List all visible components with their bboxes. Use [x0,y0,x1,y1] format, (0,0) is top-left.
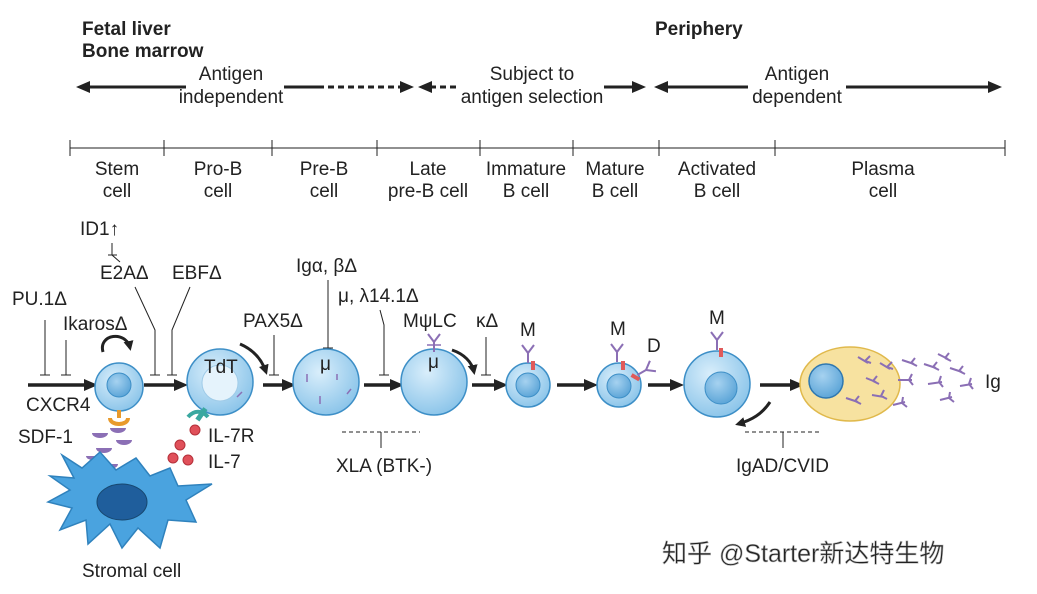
late-pre-b-cell [400,333,468,416]
signal-il7: IL-7 [208,452,241,473]
activated-m-label: M [709,308,725,329]
stage-pre-b-line1: Pre-B [300,159,349,180]
xla-block [342,431,420,448]
stromal-cell [45,450,213,550]
stage-mature-b-line1: Mature [585,159,644,180]
header-bone-marrow: Bone marrow [82,41,204,62]
stage-immature-b-line1: Immature [486,159,566,180]
watermark: 知乎 @Starter新达特生物 [662,540,944,568]
immature-m-label: M [520,320,536,341]
phase-dependent-line1: Antigen [765,64,829,85]
factor-kappa: κΔ [476,311,499,332]
stage-immature-b-line2: B cell [503,181,549,202]
stage-pro-b-line2: cell [204,181,233,202]
stage-plasma-line1: Plasma [851,159,915,180]
header-periphery: Periphery [655,19,743,40]
phase-independent-line2: independent [179,87,284,108]
late-pre-b-mu-label: μ [428,352,439,373]
disease-igad: IgAD/CVID [736,456,829,477]
factor-pax5: PAX5Δ [243,311,303,332]
pre-b-cell [292,348,360,416]
factor-e2a: E2AΔ [100,263,149,284]
stage-mature-b-line2: B cell [592,181,638,202]
stage-activated-b-line2: B cell [694,181,740,202]
mature-m-label: M [610,319,626,340]
factor-mpsilc: MψLC [403,311,457,332]
mature-d-label: D [647,336,661,357]
stage-late-pre-b-line2: pre-B cell [388,181,468,202]
stage-timeline [69,140,1006,156]
phase-independent-line1: Antigen [199,64,263,85]
stage-late-pre-b-line1: Late [410,159,447,180]
mature-b-cell [596,343,657,408]
factor-ebf: EBFΔ [172,263,222,284]
stage-activated-b-line1: Activated [678,159,756,180]
factor-mu-lambda: μ, λ14.1Δ [338,286,419,307]
factor-id1: ID1↑ [80,219,119,240]
stem-cell [94,362,144,426]
il7-dots [167,424,201,466]
ig-label: Ig [985,372,1001,393]
signal-il7r: IL-7R [208,426,254,447]
signal-sdf1: SDF-1 [18,427,73,448]
curved-arrows [100,334,772,427]
stage-stem-line2: cell [103,181,132,202]
header-fetal-liver: Fetal liver [82,19,171,40]
disease-xla: XLA (BTK-) [336,456,432,477]
factor-ig-alpha-beta: Igα, βΔ [296,256,357,277]
activated-b-cell [683,331,751,418]
pro-b-tdt-label: TdT [204,357,238,378]
phase-selection-line2: antigen selection [461,87,604,108]
stage-stem-line1: Stem [95,159,139,180]
id1-inhibition-line [111,243,121,263]
immature-b-cell [505,344,551,408]
factor-ikaros: IkarosΔ [63,314,128,335]
stage-plasma-line2: cell [869,181,898,202]
phase-selection-line1: Subject to [490,64,575,85]
phase-dependent-line2: dependent [752,87,843,108]
signal-cxcr4: CXCR4 [26,395,91,416]
secreted-antibodies [845,352,974,408]
stromal-cell-label: Stromal cell [82,561,181,582]
factor-pu1: PU.1Δ [12,289,67,310]
igad-block [745,431,822,448]
pre-b-mu-label: μ [320,354,331,375]
stage-pro-b-line1: Pro-B [194,159,243,180]
pro-b-cell [186,348,254,422]
stage-pre-b-line2: cell [310,181,339,202]
plasma-cell [799,346,901,422]
inhibition-lines [40,280,491,376]
